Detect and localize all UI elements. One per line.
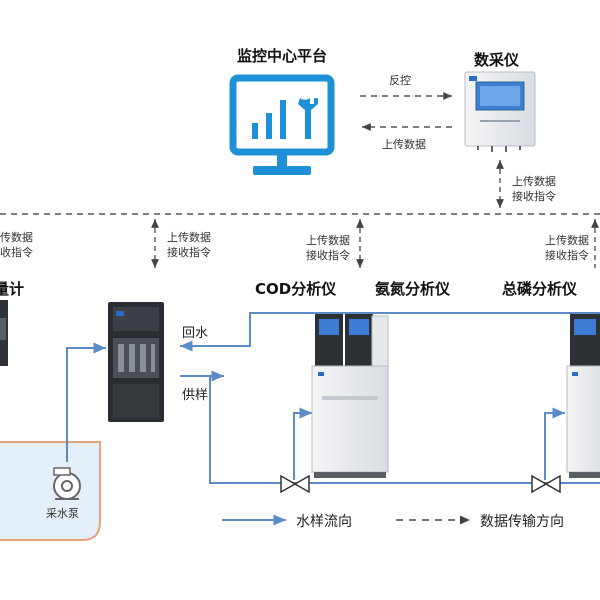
sampler-cabinet: [108, 302, 164, 422]
supply-sample-label: 供样: [182, 388, 209, 403]
sampler-bus-label-upload: 上传数据: [167, 231, 211, 244]
ammonia-title: 氨氮分析仪: [375, 280, 451, 298]
cod-branch-pipe: [293, 407, 312, 480]
tp-bus-label-receive: 接收指令: [545, 249, 589, 262]
tp-analyzer-cabinet: [566, 314, 600, 478]
pump-label: 采水泵: [46, 507, 79, 520]
sampler-bus-label-receive: 接收指令: [167, 246, 211, 259]
cod-bus-label-upload: 上传数据: [306, 234, 350, 247]
cod-bus-label-receive: 接收指令: [306, 249, 350, 262]
tp-branch-pipe: [544, 407, 565, 480]
left-bus-label-receive: 收指令: [0, 246, 33, 259]
meter-title-partial: 量计: [0, 280, 25, 298]
feedback-label: 反控: [389, 74, 411, 87]
cod-ammonia-analyzer-cabinet: [311, 314, 389, 478]
pump-to-sampler-pipe: [66, 342, 106, 462]
legend-data-label: 数据传输方向: [480, 514, 564, 530]
water-tank: [0, 441, 101, 541]
return-pipe: [223, 312, 600, 347]
valve-icon: [531, 474, 561, 494]
monitor-icon: [229, 74, 335, 175]
daq-device-icon: [464, 71, 536, 152]
daq-bus-label-receive: 接收指令: [512, 190, 556, 203]
pump-icon: [53, 467, 81, 500]
upload-label: 上传数据: [382, 138, 426, 151]
cod-title: COD分析仪: [255, 280, 337, 298]
flowmeter-device-partial: [0, 300, 8, 366]
valve-icon: [280, 474, 310, 494]
platform-title: 监控中心平台: [237, 47, 328, 65]
daq-bus-label-upload: 上传数据: [512, 175, 556, 188]
supply-pipe: [209, 376, 600, 484]
tp-title: 总磷分析仪: [502, 280, 578, 298]
left-bus-label-upload: 传数据: [0, 231, 33, 244]
tp-bus-label-upload: 上传数据: [545, 234, 589, 247]
daq-title: 数采仪: [474, 51, 520, 69]
legend-water-label: 水样流向: [296, 514, 352, 530]
return-water-label: 回水: [182, 326, 209, 341]
